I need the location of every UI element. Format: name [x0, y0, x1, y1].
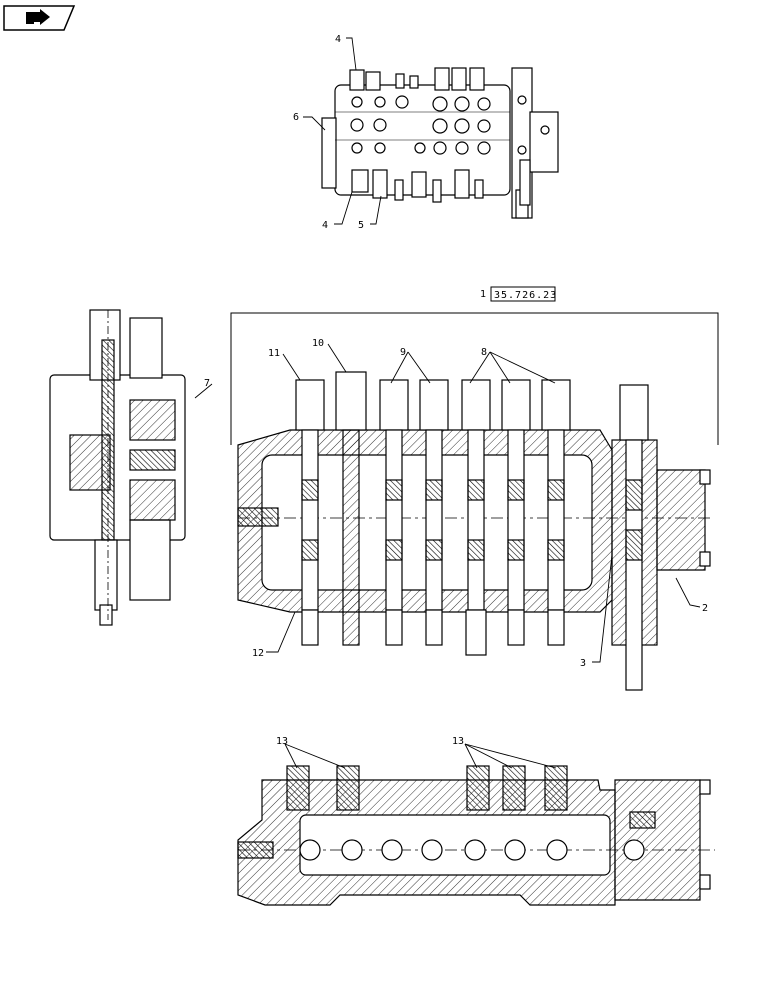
callout-8: 8 — [481, 347, 487, 358]
callout-4-bottom: 4 — [322, 220, 328, 231]
callout-7: 7 — [204, 378, 210, 389]
callout-3: 3 — [580, 658, 586, 669]
section-view — [230, 312, 719, 691]
top-view — [321, 67, 559, 219]
callout-labels: 4 6 4 5 7 1 35.726.23 11 10 9 8 12 3 2 1… — [204, 34, 708, 747]
callout-4-top: 4 — [335, 34, 341, 45]
callout-13-right: 13 — [452, 736, 464, 747]
callout-11: 11 — [268, 348, 280, 359]
callout-10: 10 — [312, 338, 324, 349]
callout-1: 1 — [480, 289, 486, 300]
reference-box-text: 35.726.23 — [494, 290, 557, 301]
bottom-section-view — [237, 765, 715, 906]
side-view — [49, 309, 186, 626]
callout-6: 6 — [293, 112, 299, 123]
leader-lines — [194, 37, 701, 769]
nav-arrow-icon[interactable] — [3, 5, 76, 31]
callout-5: 5 — [358, 220, 364, 231]
callout-9: 9 — [400, 347, 406, 358]
callout-2: 2 — [702, 603, 708, 614]
reference-box — [490, 286, 556, 302]
callout-13-left: 13 — [276, 736, 288, 747]
callout-12: 12 — [252, 648, 264, 659]
